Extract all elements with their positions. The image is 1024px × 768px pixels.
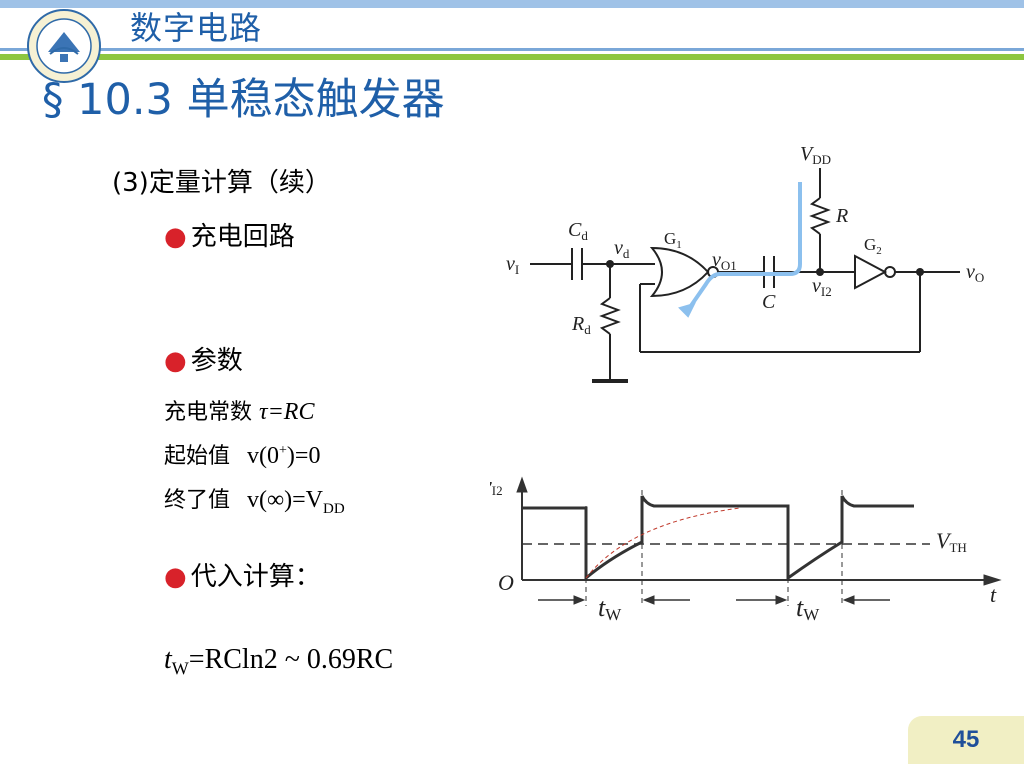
bullet-text: 充电回路	[190, 222, 295, 252]
label-g1: G1	[664, 229, 682, 251]
param-time-constant: 充电常数 τ=RC	[164, 394, 314, 426]
label-rd: Rd	[571, 313, 591, 337]
wave-origin: O	[498, 570, 514, 595]
label-vo: vO	[966, 261, 984, 285]
bullet-parameters: ●参数	[164, 340, 243, 377]
wave-tw1: tW	[598, 593, 622, 624]
wave-xlabel: t	[990, 582, 997, 607]
label-cd: Cd	[568, 219, 588, 243]
header-line-green	[0, 54, 1024, 60]
param-initial-value: 起始值 v(0+)=0	[164, 438, 320, 470]
university-seal-icon	[27, 9, 101, 83]
label-g2: G2	[864, 235, 882, 257]
wave-tw2: tW	[796, 593, 820, 624]
top-bar	[0, 0, 1024, 8]
param-expr: v(∞)=VDD	[247, 487, 345, 517]
param-expr: v(0+)=0	[247, 443, 320, 469]
param-label: 充电常数	[164, 400, 253, 425]
formula-t: t	[164, 644, 172, 675]
label-c: C	[762, 291, 776, 313]
formula-sub: W	[171, 658, 189, 679]
expr-sub: DD	[322, 500, 345, 517]
formula-tw: tW=RCln2 ~ 0.69RC	[164, 644, 393, 680]
expr-tail: )=0	[286, 443, 321, 469]
expr-base: v(∞)=V	[247, 487, 323, 513]
bullet-dot-icon: ●	[164, 562, 187, 592]
param-label: 终了值	[164, 488, 231, 513]
bullet-dot-icon: ●	[164, 222, 187, 252]
wave-vth: VTH	[936, 528, 967, 555]
wave-ylabel: vI2	[490, 472, 503, 498]
monostable-circuit-diagram: VDD R Cd vI vd G1 vO1 C vI2 G2 vO Rd	[506, 143, 984, 383]
label-vd: vd	[614, 237, 630, 261]
param-final-value: 终了值 v(∞)=VDD	[164, 482, 345, 518]
expr-sup: +	[279, 443, 287, 458]
bullet-substitute: ●代入计算：	[164, 556, 321, 593]
course-title: 数字电路	[130, 9, 263, 47]
label-vi: vI	[506, 253, 519, 277]
vi2-waveform-diagram: vI2 O VTH t tW tW	[490, 472, 1002, 624]
formula-rest: =RCln2 ~ 0.69RC	[188, 644, 394, 675]
label-vi2: vI2	[812, 275, 832, 299]
bullet-text: 参数	[190, 346, 243, 376]
expr-base: v(0	[247, 443, 280, 469]
label-r: R	[835, 205, 848, 227]
param-label: 起始值	[164, 444, 231, 469]
bullet-charging-loop: ●充电回路	[164, 216, 295, 253]
header-line-blue	[0, 48, 1024, 51]
page-number: 45	[908, 716, 1024, 764]
label-vdd: VDD	[800, 143, 831, 167]
bullet-dot-icon: ●	[164, 346, 187, 376]
bullet-text: 代入计算：	[190, 562, 321, 592]
subheading: (3)定量计算（续）	[112, 168, 331, 198]
section-title: § 10.3 单稳态触发器	[42, 75, 445, 125]
label-vo1: vO1	[712, 249, 737, 273]
param-expr: τ=RC	[259, 399, 315, 425]
